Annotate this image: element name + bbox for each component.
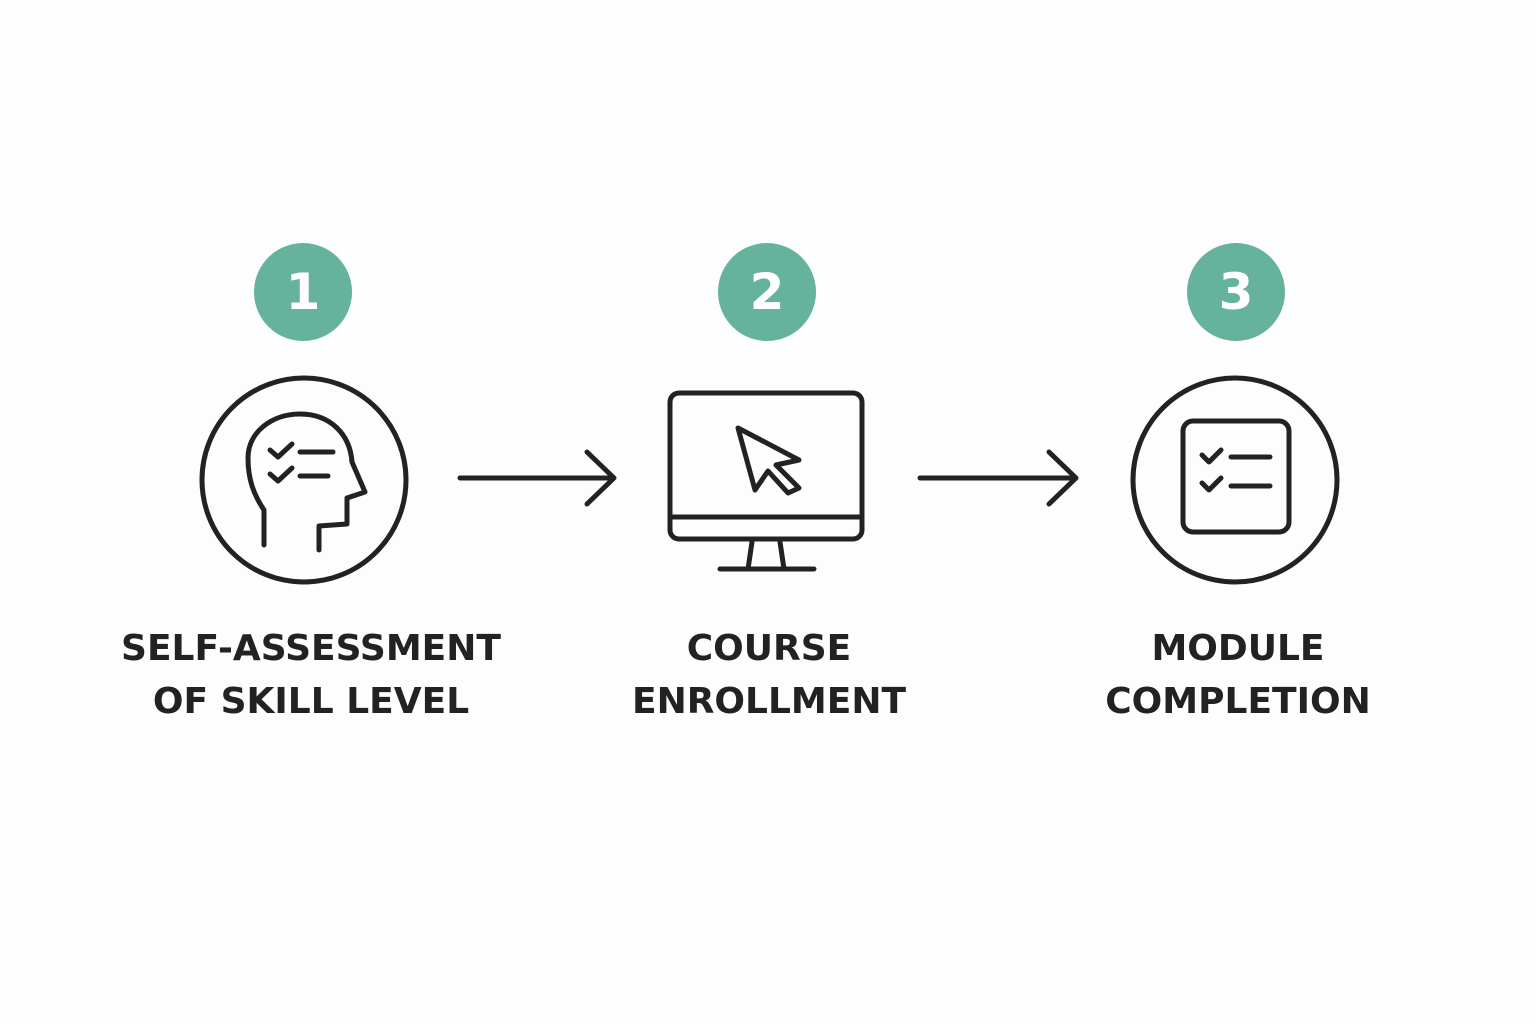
- monitor-screen: [667, 390, 865, 542]
- right-arrow-icon: [457, 449, 617, 507]
- step-3-label-line-1: MODULE: [1151, 628, 1325, 669]
- step-1-label-line-2: OF SKILL LEVEL: [152, 681, 470, 722]
- right-arrow-icon: [917, 449, 1079, 507]
- monitor-stand-right: [777, 539, 787, 572]
- step-1-number-badge: 1: [254, 243, 352, 341]
- checklist-document-icon: [1130, 375, 1340, 585]
- step-1-label: SELF-ASSESSMENT OF SKILL LEVEL: [81, 622, 541, 728]
- monitor-stand-left: [745, 539, 755, 572]
- check-mark-1: [1199, 447, 1224, 465]
- step-3-label-line-2: COMPLETION: [1105, 681, 1371, 722]
- step-2-label-line-2: ENROLLMENT: [631, 681, 907, 722]
- check-mark-2: [1199, 475, 1224, 493]
- monitor-cursor-icon: [667, 390, 865, 572]
- step-2-label: COURSE ENROLLMENT: [539, 622, 999, 728]
- step-2-number-badge: 2: [718, 243, 816, 341]
- step-2-label-line-1: COURSE: [686, 628, 852, 669]
- cursor-arrow-icon: [735, 425, 802, 496]
- step-1-label-line-1: SELF-ASSESSMENT: [121, 628, 501, 669]
- step-3-label: MODULE COMPLETION: [1008, 622, 1468, 728]
- step-3-number-badge: 3: [1187, 243, 1285, 341]
- head-checklist-icon: [199, 375, 409, 585]
- checklist-card: [1180, 418, 1292, 535]
- check-mark-1: [267, 441, 295, 460]
- head-profile: [245, 411, 368, 553]
- check-mark-2: [267, 465, 295, 484]
- head-icon-circle: [199, 375, 409, 585]
- checklist-icon-circle: [1130, 375, 1340, 585]
